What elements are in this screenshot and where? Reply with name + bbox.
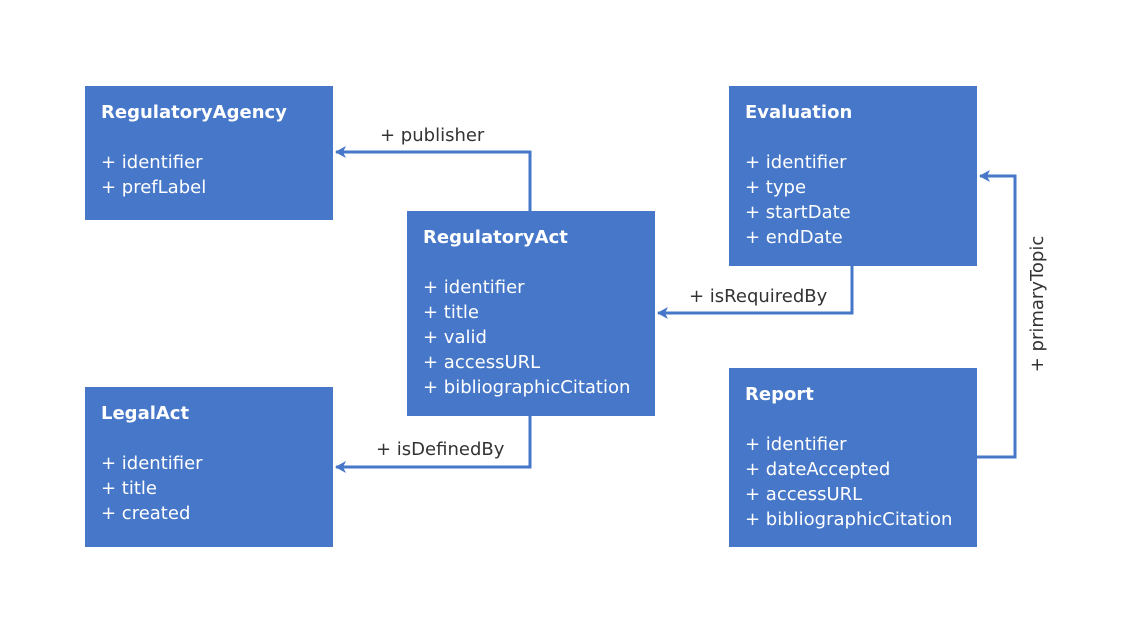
report-attribute: + dateAccepted	[745, 459, 891, 480]
is-defined-by-label: + isDefinedBy	[376, 439, 505, 460]
regulatory-act-attribute: + accessURL	[423, 352, 541, 373]
evaluation-attribute: + startDate	[745, 202, 851, 223]
is-required-by-label: + isRequiredBy	[689, 286, 828, 307]
regulatory-act-attribute: + bibliographicCitation	[423, 377, 631, 398]
evaluation-attribute: + type	[745, 177, 807, 198]
report-title: Report	[745, 384, 814, 405]
is-defined-by-connector	[335, 416, 532, 473]
report-attribute: + bibliographicCitation	[745, 509, 953, 530]
regulatory-act-title: RegulatoryAct	[423, 227, 568, 248]
report-attribute: + identifier	[745, 434, 847, 455]
publisher-connector	[335, 146, 532, 211]
legal-act-attribute: + identifier	[101, 453, 203, 474]
regulatory-act-attribute: + identifier	[423, 277, 525, 298]
regulatory-agency-title: RegulatoryAgency	[101, 102, 287, 123]
regulatory-act-attribute: + title	[423, 302, 479, 323]
report-attribute: + accessURL	[745, 484, 863, 505]
evaluation-attribute: + identifier	[745, 152, 847, 173]
is-required-by-connector	[657, 266, 854, 319]
evaluation-attribute: + endDate	[745, 227, 843, 248]
report-class[interactable]: Report + identifier + dateAccepted + acc…	[729, 368, 977, 547]
legal-act-attribute: + title	[101, 478, 157, 499]
legal-act-class[interactable]: LegalAct + identifier + title + created	[85, 387, 333, 547]
publisher-label: + publisher	[380, 125, 485, 146]
evaluation-title: Evaluation	[745, 102, 853, 123]
primary-topic-label: + primaryTopic	[1027, 235, 1048, 373]
regulatory-act-class[interactable]: RegulatoryAct + identifier + title + val…	[407, 211, 655, 416]
regulatory-agency-attribute: + identifier	[101, 152, 203, 173]
regulatory-agency-attribute: + prefLabel	[101, 177, 207, 198]
evaluation-class[interactable]: Evaluation + identifier + type + startDa…	[729, 86, 977, 266]
primary-topic-connector	[977, 170, 1017, 459]
legal-act-title: LegalAct	[101, 403, 190, 424]
regulatory-act-attribute: + valid	[423, 327, 487, 348]
legal-act-attribute: + created	[101, 503, 191, 524]
regulatory-agency-class[interactable]: RegulatoryAgency + identifier + prefLabe…	[85, 86, 333, 220]
